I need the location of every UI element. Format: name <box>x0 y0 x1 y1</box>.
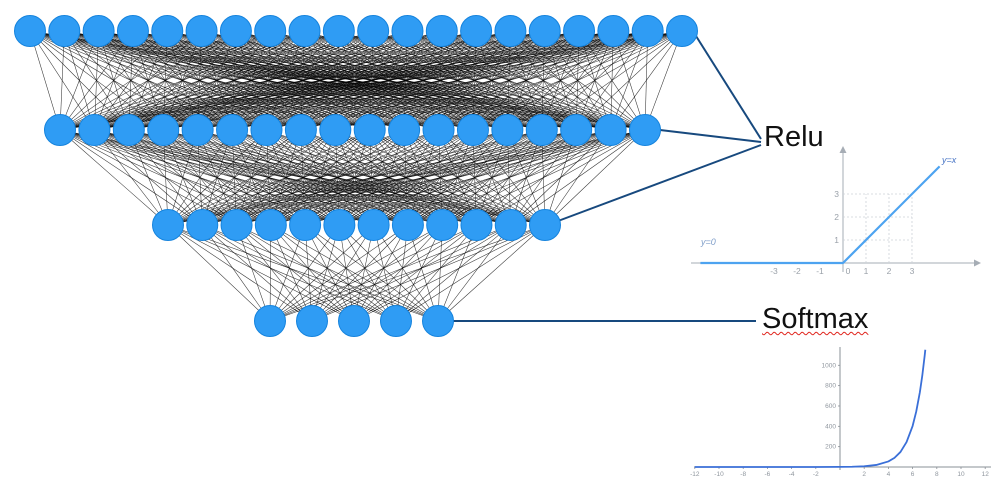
network-node-hidden-layer-2 <box>426 209 459 241</box>
connector-line-hidden-layer-1 <box>659 129 762 143</box>
network-node-hidden-layer-1 <box>353 114 386 146</box>
tick-label: -3 <box>770 266 778 276</box>
network-node-hidden-layer-1 <box>112 114 145 146</box>
relu-label: Relu <box>764 121 824 153</box>
tick-label: 10 <box>957 471 965 478</box>
network-node-hidden-layer-2 <box>529 209 561 241</box>
network-node-input-layer <box>151 15 184 47</box>
exp-curve <box>694 349 927 468</box>
network-node-input-layer <box>185 15 218 47</box>
network-node-input-layer <box>631 15 664 47</box>
network-node-hidden-layer-2 <box>323 209 356 241</box>
tick-label: 2 <box>834 212 839 222</box>
relu-y-arrow-icon <box>839 146 847 153</box>
tick-label: 400 <box>825 423 836 430</box>
network-node-hidden-layer-1 <box>594 114 627 146</box>
tick-label: 4 <box>887 471 891 478</box>
network-node-hidden-layer-1 <box>422 114 455 146</box>
network-node-hidden-layer-1 <box>78 114 111 146</box>
network-node-input-layer <box>14 15 46 47</box>
relu-activation-plot: 1 2 3 -3 -2 -1 0 1 2 3 y=x y=0 <box>691 146 981 276</box>
tick-label: 2 <box>887 266 892 276</box>
network-node-output-layer <box>422 305 454 337</box>
tick-label: 6 <box>911 471 915 478</box>
tick-label: 1000 <box>822 362 837 369</box>
tick-label: 2 <box>862 471 866 478</box>
relu-x-arrow-icon <box>974 259 981 267</box>
network-node-input-layer <box>288 15 321 47</box>
network-node-hidden-layer-1 <box>525 114 558 146</box>
tick-label: -10 <box>714 471 724 478</box>
network-node-input-layer <box>528 15 561 47</box>
tick-label: -6 <box>765 471 771 478</box>
softmax-exponential-plot: -12 -10 -8 -6 -4 -2 2 4 6 8 10 12 200 400 600 800 1000 <box>690 347 991 478</box>
tick-label: 3 <box>910 266 915 276</box>
tick-label: 0 <box>846 266 851 276</box>
network-node-hidden-layer-1 <box>216 114 249 146</box>
network-node-input-layer <box>563 15 596 47</box>
network-node-input-layer <box>357 15 390 47</box>
network-node-hidden-layer-1 <box>44 114 76 146</box>
network-node-hidden-layer-2 <box>220 209 253 241</box>
network-node-input-layer <box>666 15 698 47</box>
network-node-hidden-layer-1 <box>560 114 593 146</box>
network-node-hidden-layer-2 <box>494 209 527 241</box>
network-node-hidden-layer-2 <box>460 209 493 241</box>
tick-label: 1 <box>864 266 869 276</box>
network-node-hidden-layer-1 <box>181 114 214 146</box>
network-node-input-layer <box>597 15 630 47</box>
network-node-output-layer <box>380 305 412 337</box>
tick-label: -2 <box>793 266 801 276</box>
network-node-output-layer <box>338 305 370 337</box>
network-node-input-layer <box>494 15 527 47</box>
tick-label: 200 <box>825 444 836 451</box>
tick-label: -8 <box>740 471 746 478</box>
network-node-hidden-layer-1 <box>284 114 317 146</box>
network-node-input-layer <box>254 15 287 47</box>
network-node-hidden-layer-2 <box>357 209 390 241</box>
relu-curve <box>700 165 941 265</box>
label-connector-lines <box>452 35 762 322</box>
network-nodes <box>14 15 698 337</box>
network-node-input-layer <box>460 15 493 47</box>
network-node-hidden-layer-2 <box>254 209 287 241</box>
network-node-input-layer <box>425 15 458 47</box>
tick-label: -2 <box>813 471 819 478</box>
network-node-output-layer <box>254 305 286 337</box>
network-node-hidden-layer-1 <box>491 114 524 146</box>
connector-line-hidden-layer-2 <box>557 144 762 222</box>
network-node-hidden-layer-2 <box>391 209 424 241</box>
tick-label: 3 <box>834 189 839 199</box>
tick-label: -12 <box>690 471 700 478</box>
network-node-hidden-layer-1 <box>147 114 180 146</box>
tick-label: 800 <box>825 383 836 390</box>
tick-label: y=x <box>941 155 957 165</box>
tick-label: 8 <box>935 471 939 478</box>
tick-label: 600 <box>825 403 836 410</box>
network-node-input-layer <box>219 15 252 47</box>
network-edges <box>29 30 683 322</box>
network-node-hidden-layer-1 <box>629 114 661 146</box>
network-node-hidden-layer-1 <box>456 114 489 146</box>
network-node-hidden-layer-1 <box>388 114 421 146</box>
tick-label: -4 <box>789 471 795 478</box>
network-node-input-layer <box>391 15 424 47</box>
network-node-input-layer <box>48 15 81 47</box>
network-node-output-layer <box>296 305 328 337</box>
tick-label: y=0 <box>700 237 716 247</box>
connector-line-input-layer <box>695 35 762 140</box>
tick-label: 12 <box>982 471 990 478</box>
softmax-label: Softmax <box>762 303 869 335</box>
network-node-hidden-layer-2 <box>186 209 219 241</box>
network-node-input-layer <box>82 15 115 47</box>
network-node-input-layer <box>116 15 149 47</box>
network-node-hidden-layer-2 <box>289 209 322 241</box>
network-node-hidden-layer-1 <box>319 114 352 146</box>
tick-label: -1 <box>816 266 824 276</box>
tick-label: 1 <box>834 235 839 245</box>
network-node-hidden-layer-2 <box>152 209 184 241</box>
network-node-input-layer <box>322 15 355 47</box>
network-node-hidden-layer-1 <box>250 114 283 146</box>
